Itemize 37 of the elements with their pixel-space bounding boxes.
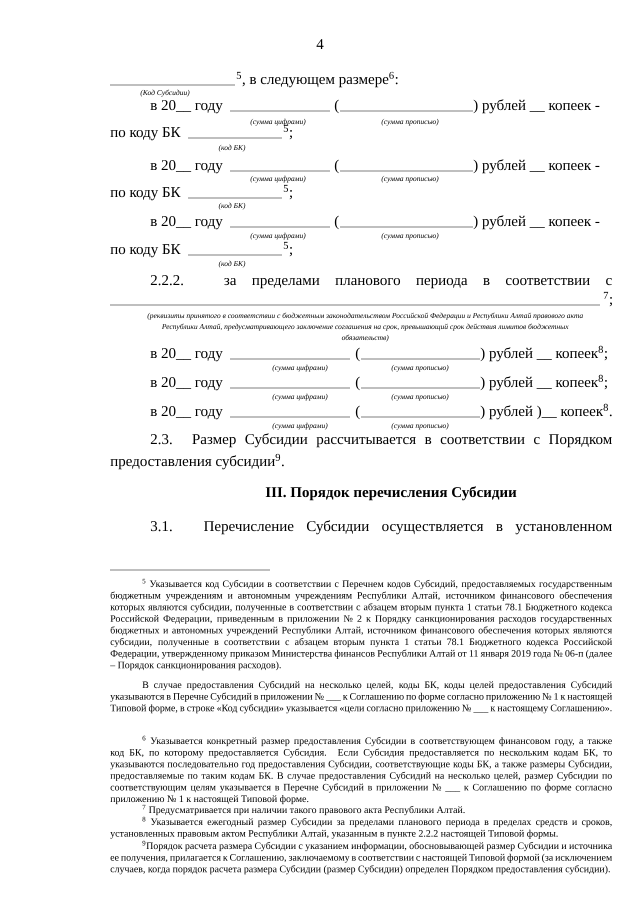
section-heading: III. Порядок перечисления Субсидии xyxy=(266,486,516,500)
form-text: в 20__ году xyxy=(150,348,223,362)
form-text: ( xyxy=(334,160,339,174)
form-text: $^{7}$; xyxy=(604,292,612,306)
paragraph: 3.1. Перечисление Субсидии осуществляется в установленном xyxy=(150,520,612,534)
form-text: $^{5}$; xyxy=(284,124,292,140)
form-text: по коду БК xyxy=(110,187,181,200)
footnote: $^{7}$ Предусматривается при наличии такого правового акта Республики Алтай. xyxy=(142,804,465,816)
footnote: $^{8}$ Указывается ежегодный размер Субсидии за пределами планового периода в пределах средств и сроков, установленных правовым актом Республики Алтай, указанным в пункте 2.2.2 настоящей Типовой формы. xyxy=(110,816,612,839)
form-text: ) рублей __ копеек$^{8}$; xyxy=(480,374,607,390)
form-text: ) рублей __ копеек - xyxy=(474,215,600,230)
footnote: $^{6}$ Указывается конкретный размер предоставления Субсидии в соответствующем финансовом году, а также код БК, по которому предоставляется Субсидия. Если Субсидия предоставляется по нескольким кодам БК, то указываются последовательно год предоставления Субсидии, соответствующие коды БК, а также размеры Субсидии, предоставляемые по таким кодам БК. В случае предоставления Субсидий на несколько целей, размер Субсидии по соответствующим целям указывается в Перечне Субсидий в приложении № ___ к Соглашению по форме согласно приложению № 1 к настоящей Типовой форме. xyxy=(110,736,612,804)
form-text: ( xyxy=(356,376,360,390)
form-text: в 20__ году xyxy=(150,100,223,114)
form-text: по коду БК xyxy=(110,127,181,140)
form-text: ( xyxy=(356,406,360,420)
paragraph: 2.3. Размер Субсидии рассчитывается в соответствии с Порядком предоставления субсидии$^{9}$. xyxy=(110,433,612,470)
form-text: в 20__ году xyxy=(150,216,223,230)
form-text: $^{5}$, в следующем размере$^{6}$: xyxy=(236,72,398,88)
footnote: В случае предоставления Субсидий на несколько целей, коды БК, коды целей предоставления Субсидий указываются в Перечне Субсидий в приложении № ___ к Соглашению по форме согласно приложению № 1 к настоящей Типовой форме, в строке «Код субсидии» указывается «цели согласно приложению № ___ к настоящему Соглашению». xyxy=(110,680,612,714)
footnote: $^{9}$Порядок расчета размера Субсидии с указанием информации, обосновывающей размер Субсидии и источника ее получения, прилагается к Соглашению, заключаемому в соответствии с настоящей Типовой формой (за исключением случаев, когда порядок расчета размера Субсидии (размер Субсидии) определен Порядком предоставления субсидии). xyxy=(110,840,612,874)
form-text: ( xyxy=(334,216,339,230)
form-text: $^{5}$; xyxy=(284,242,292,256)
form-text: по коду БК xyxy=(110,244,181,258)
paragraph: 2.2.2. за пределами планового периода в соответствии с xyxy=(150,275,612,288)
form-text: ) рублей )__ копеек$^{8}$. xyxy=(480,404,612,420)
form-text: в 20__ году xyxy=(150,377,223,390)
form-text: ( xyxy=(334,100,339,114)
footnote: $^{5}$ Указывается код Субсидии в соответствии с Перечнем кодов Субсидий, предоставляемых государственным бюджетным учреждениям и автономным учреждениям Республики Алтай, источником финансового обеспечения которых являются субсидии, полученные в соответствии с абзацем вторым пункта 1 статьи 78.1 Бюджетного кодекса Российской Федерации, приведенным в приложении № 2 к Порядку санкционирования расходов государственных бюджетных и автономных учреждений Республики Алтай, источником финансового обеспечения которых являются субсидии, полученные в соответствии с абзацем вторым пункта 1 статьи 78.1 Бюджетного кодекса Российской Федерации, утвержденному приказом Министерства финансов Республики Алтай от 11 января 2019 года № 06-п (далее – Порядок санкционирования расходов). xyxy=(110,578,612,670)
form-text: в 20__ году xyxy=(150,160,223,174)
form-text: ) рублей __ копеек - xyxy=(474,159,600,174)
form-text: ) рублей __ копеек$^{8}$; xyxy=(480,346,607,362)
form-text: в 20__ году xyxy=(150,406,223,420)
form-text: $^{5}$; xyxy=(284,184,292,200)
form-text: ) рублей __ копеек - xyxy=(474,99,600,114)
page-number: 4 xyxy=(316,39,324,49)
form-text: ( xyxy=(356,348,360,362)
